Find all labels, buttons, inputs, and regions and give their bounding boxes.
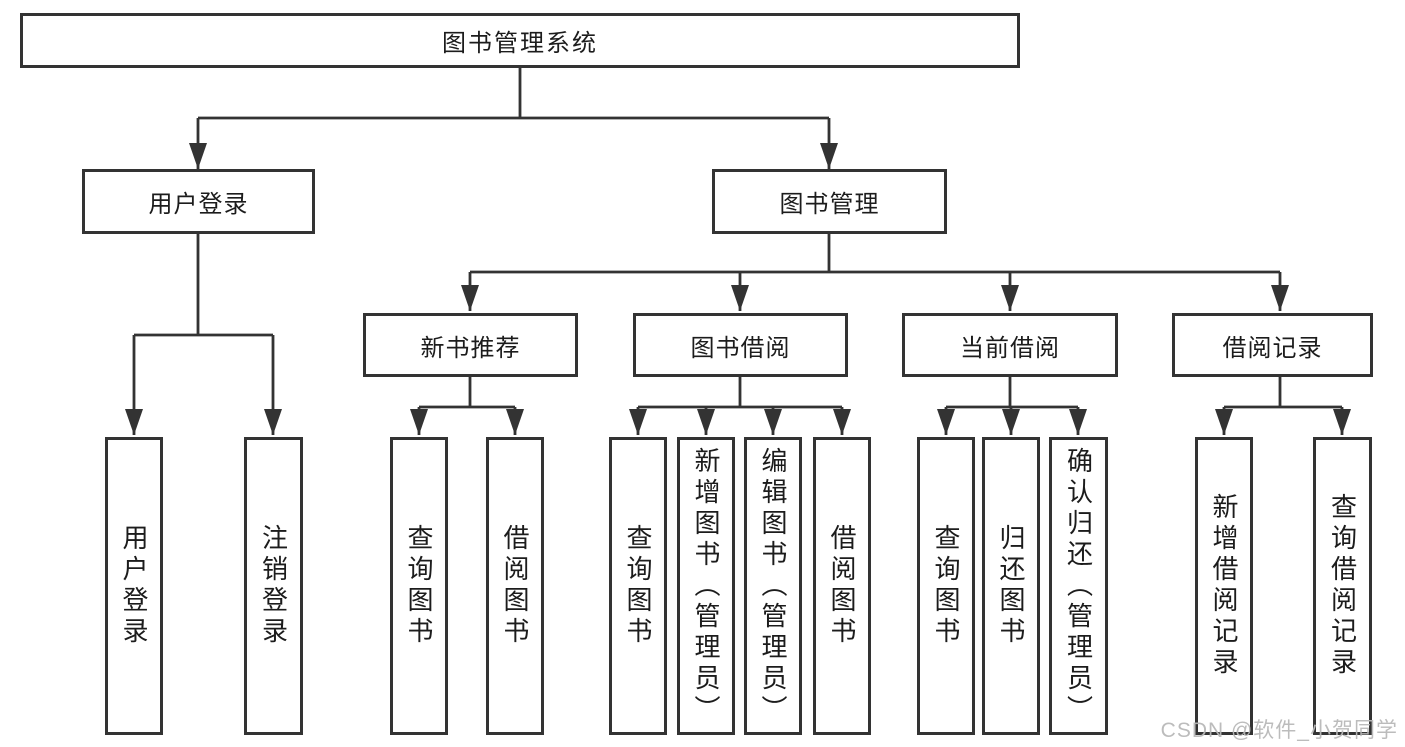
leaf-confirm-return-admin-label: 确认归还（管理员） bbox=[1063, 446, 1094, 726]
leaf-borrow-add-admin-label: 新增图书（管理员） bbox=[691, 446, 721, 726]
leaf-logout: 注销登录 bbox=[244, 437, 303, 735]
leaf-borrow-add-admin: 新增图书（管理员） bbox=[677, 437, 735, 735]
leaf-current-query: 查询图书 bbox=[917, 437, 975, 735]
node-root-label: 图书管理系统 bbox=[442, 30, 598, 57]
leaf-borrow-book: 借阅图书 bbox=[813, 437, 871, 735]
leaf-current-query-label: 查询图书 bbox=[931, 524, 961, 648]
node-current-borrow: 当前借阅 bbox=[902, 313, 1118, 377]
leaf-borrow-query: 查询图书 bbox=[609, 437, 667, 735]
leaf-query-borrow-record: 查询借阅记录 bbox=[1313, 437, 1372, 735]
node-new-book-recommend: 新书推荐 bbox=[363, 313, 578, 377]
leaf-newbook-borrow-label: 借阅图书 bbox=[500, 524, 530, 648]
leaf-borrow-book-label: 借阅图书 bbox=[827, 524, 857, 648]
leaf-add-borrow-record-label: 新增借阅记录 bbox=[1209, 493, 1239, 679]
node-root: 图书管理系统 bbox=[20, 13, 1020, 68]
node-current-borrow-label: 当前借阅 bbox=[960, 334, 1060, 362]
node-user-login-label: 用户登录 bbox=[148, 191, 249, 218]
node-book-borrow-label: 图书借阅 bbox=[690, 334, 791, 362]
leaf-confirm-return-admin: 确认归还（管理员） bbox=[1049, 437, 1108, 735]
leaf-query-borrow-record-label: 查询借阅记录 bbox=[1327, 493, 1358, 679]
leaf-borrow-edit-admin: 编辑图书（管理员） bbox=[744, 437, 802, 735]
node-book-management-label: 图书管理 bbox=[779, 191, 880, 218]
leaf-borrow-query-label: 查询图书 bbox=[623, 524, 653, 648]
node-book-borrow: 图书借阅 bbox=[633, 313, 848, 377]
leaf-newbook-query: 查询图书 bbox=[390, 437, 448, 735]
node-user-login: 用户登录 bbox=[82, 169, 315, 234]
node-borrow-record: 借阅记录 bbox=[1172, 313, 1373, 377]
leaf-return-book-label: 归还图书 bbox=[996, 524, 1026, 648]
leaf-return-book: 归还图书 bbox=[982, 437, 1040, 735]
leaf-newbook-query-label: 查询图书 bbox=[404, 524, 434, 648]
csdn-watermark: CSDN @软件_小贺同学 bbox=[1160, 719, 1398, 742]
leaf-user-login-label: 用户登录 bbox=[119, 524, 149, 648]
leaf-newbook-borrow: 借阅图书 bbox=[486, 437, 544, 735]
leaf-borrow-edit-admin-label: 编辑图书（管理员） bbox=[758, 446, 788, 726]
node-borrow-record-label: 借阅记录 bbox=[1222, 334, 1323, 362]
leaf-add-borrow-record: 新增借阅记录 bbox=[1195, 437, 1253, 735]
node-book-management: 图书管理 bbox=[712, 169, 947, 234]
node-new-book-recommend-label: 新书推荐 bbox=[420, 334, 521, 362]
leaf-user-login: 用户登录 bbox=[105, 437, 163, 735]
leaf-logout-label: 注销登录 bbox=[258, 524, 289, 648]
